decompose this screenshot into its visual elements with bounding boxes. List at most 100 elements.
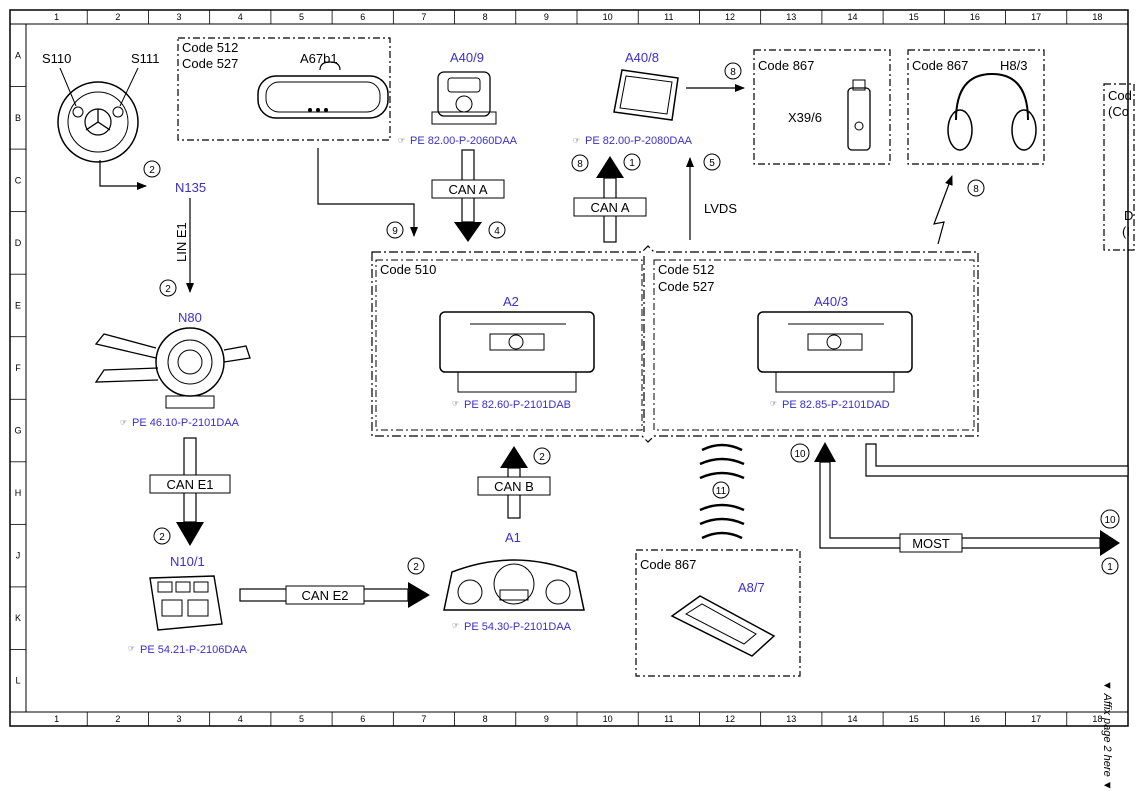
grid-column-label: 8 [483, 714, 488, 724]
label-partial-3: D [1124, 208, 1133, 223]
box-a8-7 [635, 549, 801, 677]
ref-n10-1: PE 54.21-P-2106DAA [140, 644, 248, 656]
line-wireless-h8 [933, 175, 953, 245]
callout-8-a [724, 62, 742, 80]
label-code867-h8: Code 867 [912, 58, 968, 73]
grid-column-label: 12 [725, 12, 735, 22]
label-a8-7: A8/7 [738, 580, 765, 595]
label-a67b1: A67b1 [300, 51, 338, 66]
arrow-can-e1 [176, 522, 204, 546]
label-code512-b: Code 512 [658, 262, 714, 277]
comand-a40-3 [757, 311, 913, 393]
ref-icon-n10-1: ☞ [128, 644, 135, 653]
grid-column-label: 1 [54, 714, 59, 724]
arrow-can-e2 [408, 582, 430, 608]
grid-column-label: 18 [1092, 714, 1102, 724]
label-partial-2: (Co [1108, 104, 1129, 119]
grid-column-label: 16 [970, 714, 980, 724]
callout-1-a: 1 [629, 158, 635, 169]
label-code527-b: Code 527 [658, 279, 714, 294]
grid-column-label: 5 [299, 12, 304, 22]
steering-wheel [57, 67, 139, 163]
grid-column-label: 13 [786, 714, 796, 724]
grid-column-label: 9 [544, 12, 549, 22]
grid-column-label: 17 [1031, 12, 1041, 22]
grid-row-label: G [14, 426, 21, 436]
arrow-most-right [1100, 530, 1120, 556]
callout-10-a: 10 [794, 449, 806, 460]
grid-row-label: C [15, 175, 22, 185]
label-a40-3: A40/3 [814, 294, 848, 309]
grid-column-label: 2 [115, 714, 120, 724]
grid-row-label: K [15, 613, 21, 623]
grid-column-label: 17 [1031, 714, 1041, 724]
arrow-can-b [500, 446, 528, 468]
label-code527-a: Code 527 [182, 56, 238, 71]
line-partial-right [865, 443, 1129, 477]
radio-a2 [439, 311, 595, 393]
grid-row-label: F [15, 363, 21, 373]
callout-2-b: 2 [165, 284, 171, 295]
label-code510: Code 510 [380, 262, 436, 277]
callout-1-b: 1 [1107, 562, 1113, 573]
callout-5: 5 [709, 158, 715, 169]
box-head-units [371, 245, 979, 443]
grid-column-label: 11 [664, 714, 673, 724]
arrow-can-a-down [454, 222, 482, 242]
arrow-can-a-up [596, 156, 624, 178]
callout-2-a: 2 [149, 165, 155, 176]
grid-column-label: 6 [360, 714, 365, 724]
grid-frame: 1122334455667788991010111112121313141415… [9, 9, 1129, 727]
box-a67b1 [177, 37, 391, 141]
grid-row-label: E [15, 300, 21, 310]
ref-a2: PE 82.60-P-2101DAB [464, 399, 571, 411]
box-partial-right [1103, 83, 1135, 251]
label-s110: S110 [42, 51, 71, 66]
ref-icon-a40-3: ☞ [770, 399, 777, 408]
label-partial-4: (I [1122, 224, 1130, 239]
label-lvds: LVDS [704, 201, 737, 216]
callout-4: 4 [494, 226, 500, 237]
grid-column-label: 7 [421, 12, 426, 22]
label-code512-a: Code 512 [182, 40, 238, 55]
grid-column-label: 4 [238, 714, 243, 724]
grid-column-label: 3 [177, 714, 182, 724]
label-most: MOST [912, 536, 950, 551]
controller-a40-9 [431, 71, 497, 125]
grid-column-label: 11 [664, 12, 673, 22]
label-can-a-1: CAN A [448, 182, 487, 197]
grid-row-label: H [15, 488, 22, 498]
mirror-a67b1 [257, 61, 389, 119]
callout-10-b: 10 [1104, 515, 1116, 526]
display-a40-8 [613, 69, 679, 121]
label-n135: N135 [175, 180, 206, 195]
box-h8-3 [907, 49, 1045, 165]
callout-11: 11 [716, 486, 727, 497]
ref-a40-3: PE 82.85-P-2101DAD [782, 399, 890, 411]
ref-icon-n80: ☞ [120, 418, 127, 427]
label-can-e2: CAN E2 [302, 588, 349, 603]
arrow-most-up [814, 442, 836, 462]
grid-column-label: 14 [847, 714, 857, 724]
callout-2-e: 2 [539, 452, 545, 463]
callout-2-d: 2 [413, 562, 419, 573]
ref-a1: PE 54.30-P-2101DAA [464, 621, 572, 633]
ref-icon-a40-9: ☞ [398, 136, 405, 145]
callout-9: 9 [392, 226, 398, 237]
label-h8-3: H8/3 [1000, 58, 1027, 73]
line-a67b1-to-a2 [317, 148, 418, 237]
label-a40-8: A40/8 [625, 50, 659, 65]
grid-column-label: 10 [603, 714, 613, 724]
ref-n80: PE 46.10-P-2101DAA [132, 417, 240, 429]
grid-column-label: 10 [603, 12, 613, 22]
grid-row-label: D [15, 238, 22, 248]
label-a40-9: A40/9 [450, 50, 484, 65]
label-n80: N80 [178, 310, 202, 325]
callout-8-c: 8 [973, 184, 979, 195]
label-can-e1: CAN E1 [167, 477, 214, 492]
grid-column-label: 4 [238, 12, 243, 22]
grid-row-label: A [15, 50, 21, 60]
ref-a40-8: PE 82.00-P-2080DAA [585, 135, 693, 147]
ref-icon-a2: ☞ [452, 399, 459, 408]
